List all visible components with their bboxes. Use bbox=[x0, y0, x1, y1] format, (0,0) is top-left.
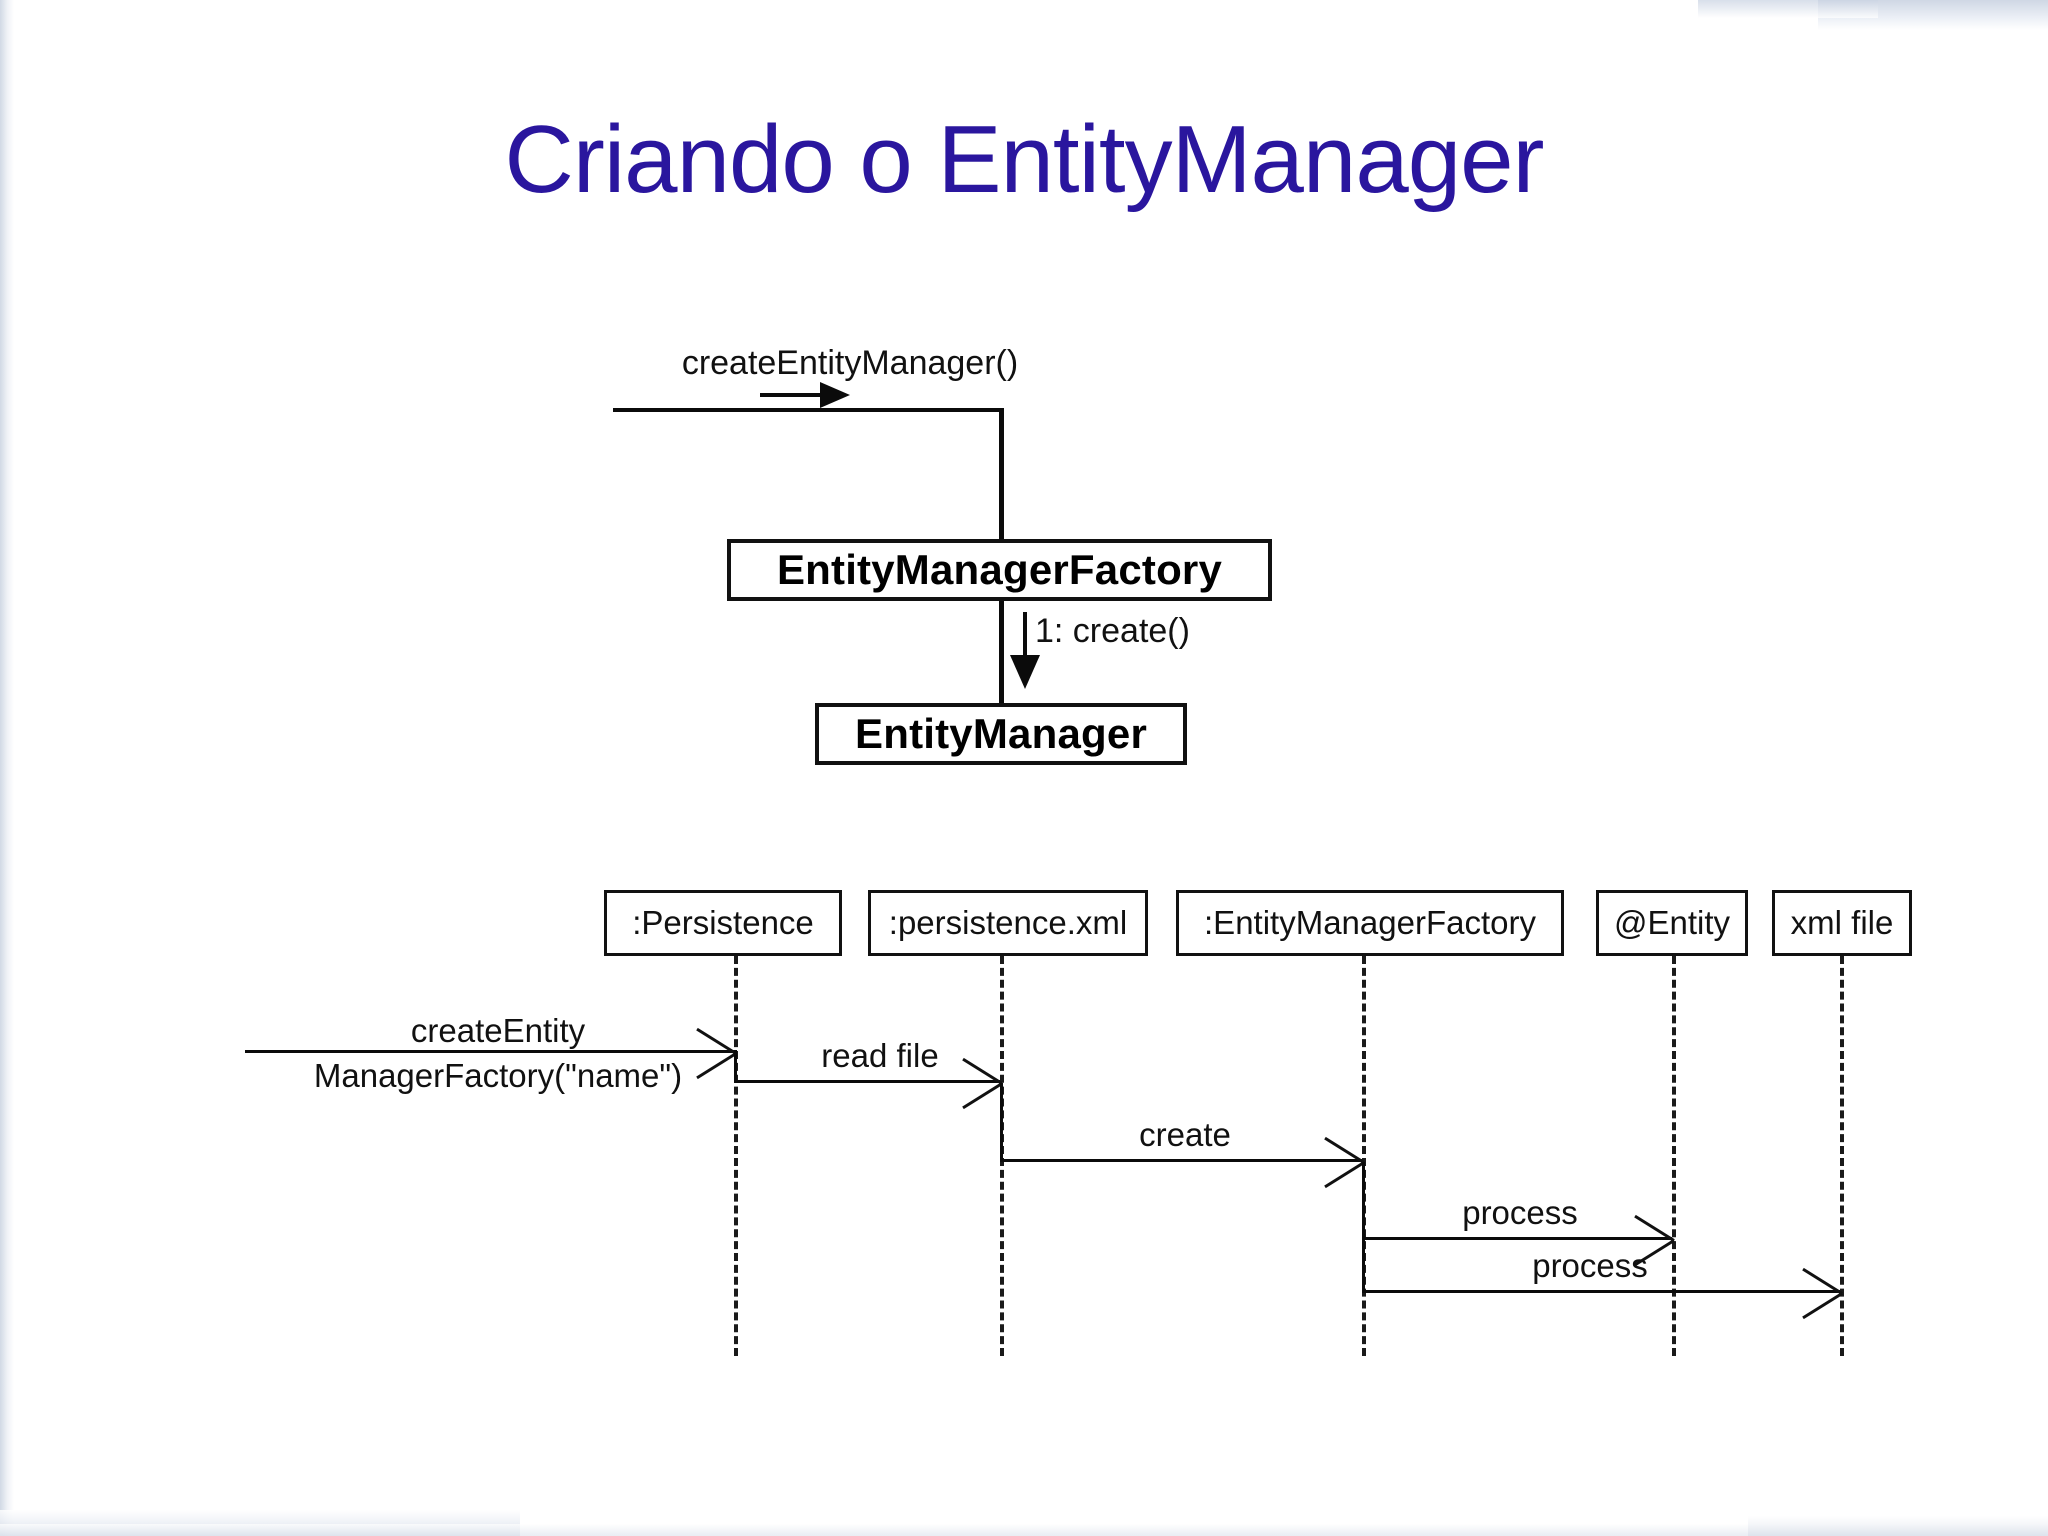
lifeline-head-xml-file: xml file bbox=[1772, 890, 1912, 956]
seq-message-3-origin-stub bbox=[1000, 1083, 1003, 1162]
seq-message-5-arrowhead bbox=[1796, 1267, 1843, 1320]
seq-message-5-label: process bbox=[1532, 1247, 1648, 1284]
lifeline-head-persistence-xml-label: :persistence.xml bbox=[888, 904, 1128, 941]
seq-message-3-label: create bbox=[1139, 1116, 1231, 1153]
message-label-create-entity-manager: createEntityManager() bbox=[681, 344, 1019, 382]
seq-message-5-line bbox=[1362, 1290, 1840, 1293]
seq-message-2-arrowhead bbox=[956, 1057, 1003, 1110]
lifeline-head-entity-manager-factory-label: :EntityManagerFactory bbox=[1204, 904, 1536, 941]
lifeline-head-persistence-xml: :persistence.xml bbox=[868, 890, 1148, 956]
lifeline-head-entity-annotation: @Entity bbox=[1596, 890, 1748, 956]
seq-message-2-label: read file bbox=[821, 1037, 939, 1074]
lifeline-persistence bbox=[734, 956, 738, 1356]
seq-message-3-arrowhead bbox=[1318, 1136, 1365, 1189]
seq-message-5-origin-stub bbox=[1362, 1240, 1365, 1293]
collab-create-arrowhead bbox=[1010, 655, 1040, 689]
seq-message-4-label: process bbox=[1462, 1194, 1578, 1231]
collab-incoming-arrow-shaft bbox=[760, 393, 830, 397]
collab-connector-line bbox=[999, 601, 1004, 725]
seq-message-2-line bbox=[734, 1080, 1000, 1083]
scan-edge-bottom-right bbox=[1748, 1516, 2048, 1536]
collab-create-arrow-shaft bbox=[1023, 612, 1027, 670]
scan-edge-top-right-2 bbox=[1698, 0, 1878, 18]
seq-message-1-label-line1: createEntity bbox=[410, 1012, 586, 1049]
collab-node-entity-manager-label: EntityManager bbox=[855, 710, 1147, 757]
lifeline-head-persistence-label: :Persistence bbox=[632, 904, 814, 941]
collab-node-entity-manager-factory-label: EntityManagerFactory bbox=[776, 546, 1223, 593]
scan-edge-left bbox=[0, 0, 14, 1536]
seq-message-1-arrowhead bbox=[690, 1027, 737, 1080]
page-title: Criando o EntityManager bbox=[504, 106, 1545, 213]
seq-message-4-line bbox=[1362, 1237, 1672, 1240]
lifeline-head-xml-file-label: xml file bbox=[1790, 904, 1894, 941]
lifeline-entity-annotation bbox=[1672, 956, 1676, 1356]
scan-edge-bottom bbox=[0, 1524, 2048, 1536]
lifeline-entity-manager-factory bbox=[1362, 956, 1366, 1356]
seq-message-1-line bbox=[245, 1050, 734, 1053]
seq-message-1-label-line2: ManagerFactory("name") bbox=[313, 1057, 683, 1094]
collab-drop-line bbox=[999, 408, 1004, 543]
seq-message-3-line bbox=[1000, 1159, 1362, 1162]
seq-message-4-origin-stub bbox=[1362, 1162, 1365, 1240]
collab-node-entity-manager-factory: EntityManagerFactory bbox=[727, 539, 1272, 601]
lifeline-head-entity-manager-factory: :EntityManagerFactory bbox=[1176, 890, 1564, 956]
collab-node-entity-manager: EntityManager bbox=[815, 703, 1187, 765]
lifeline-head-persistence: :Persistence bbox=[604, 890, 842, 956]
lifeline-head-entity-annotation-label: @Entity bbox=[1613, 904, 1731, 941]
collab-incoming-line bbox=[613, 408, 1003, 412]
message-label-create: 1: create() bbox=[1035, 612, 1190, 650]
lifeline-xml-file bbox=[1840, 956, 1844, 1356]
seq-message-2-origin-stub bbox=[734, 1050, 737, 1083]
